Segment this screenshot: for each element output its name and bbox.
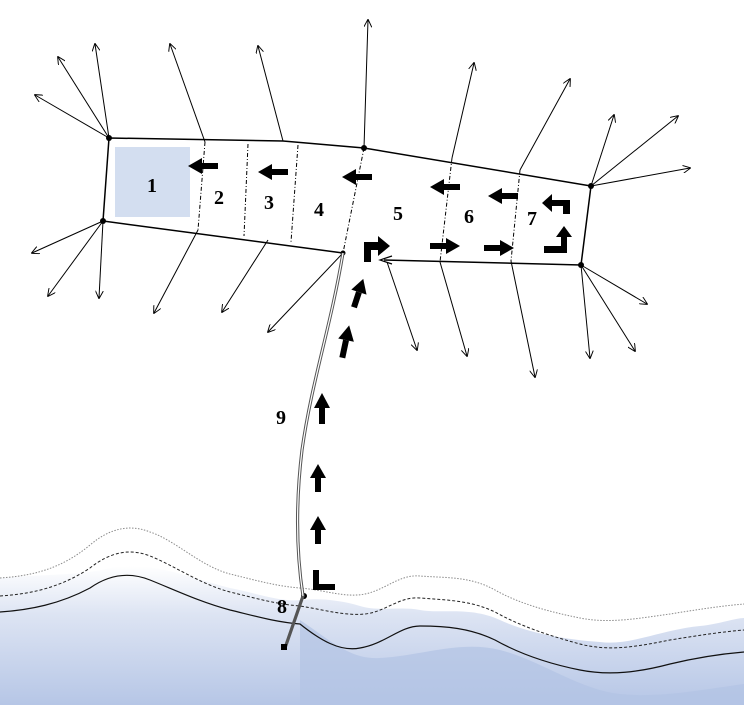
flow-arrow-left [488, 188, 518, 204]
label-zone-5: 5 [393, 203, 403, 225]
water-body [0, 566, 744, 705]
shoreline-edge [0, 574, 744, 674]
shoreline-contour-outer [0, 527, 744, 622]
zone-1-area [115, 147, 190, 217]
flow-arrow-up [310, 516, 326, 544]
label-zone-6: 6 [464, 206, 474, 228]
label-zone-1: 1 [147, 175, 157, 197]
label-line-9: 9 [276, 407, 286, 429]
label-point-8: 8 [277, 596, 287, 618]
entry-pointer-icon [378, 255, 393, 265]
radiating-arrows [32, 20, 690, 377]
label-zone-2: 2 [214, 187, 224, 209]
flow-arrow-right [430, 238, 460, 254]
line-end-marker [281, 644, 287, 650]
label-zone-3: 3 [264, 192, 274, 214]
flow-turn-left-icon [542, 194, 570, 214]
flow-start-corner-icon [313, 570, 335, 590]
flow-turn-right-icon [364, 236, 390, 262]
flow-arrow-up [310, 464, 326, 492]
flow-arrow-right [484, 240, 514, 256]
flow-arrow-up [314, 393, 330, 424]
flow-arrow-left [342, 169, 372, 185]
zone-dividers [197, 141, 521, 263]
flow-arrow-up [351, 278, 367, 309]
label-zone-4: 4 [314, 199, 324, 221]
connection-line-9-inner [297, 252, 344, 597]
flow-path [188, 158, 572, 590]
label-zone-7: 7 [527, 208, 537, 230]
water-bottom-shading [300, 620, 744, 705]
flow-arrow-up [338, 325, 354, 359]
flow-arrow-left [188, 158, 218, 174]
flow-arrow-left [258, 164, 288, 180]
flow-turn-up-icon [544, 226, 572, 253]
flow-arrow-left [430, 179, 460, 195]
